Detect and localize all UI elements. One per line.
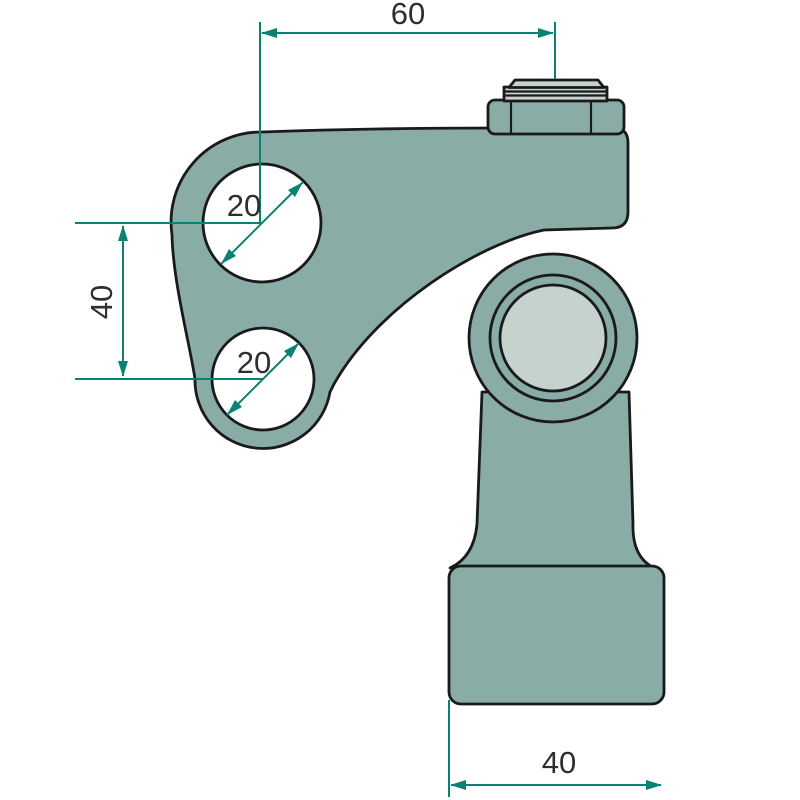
dimension-upper-hole: 20 [220, 181, 304, 265]
dimension-label-60: 60 [391, 0, 425, 31]
bolt-nut [486, 98, 626, 136]
dimension-lower-hole: 20 [226, 342, 300, 416]
dimension-label-20-upper: 20 [227, 188, 261, 223]
diameter-line [226, 342, 300, 416]
dimension-label-40-bottom: 40 [542, 745, 576, 780]
arrowhead-ne [284, 343, 299, 358]
dimension-top-width: 60 [259, 0, 556, 223]
dimension-label-40-left: 40 [84, 285, 119, 319]
bolt-thread [502, 85, 609, 103]
arrowhead-ne [288, 182, 303, 197]
arrowhead-sw [221, 249, 236, 264]
arrowhead-right [538, 28, 554, 38]
dimension-base-width: 40 [448, 700, 662, 797]
arrowhead-up [118, 225, 128, 241]
arrowhead-down [118, 361, 128, 377]
arrowhead-right [646, 780, 662, 790]
pivot-base-part [447, 252, 666, 706]
bolt-assembly [486, 78, 626, 136]
bolt-cap [507, 78, 606, 89]
boss-inner-face [498, 283, 608, 393]
dimension-hole-spacing: 40 [75, 222, 263, 380]
arrowhead-sw [227, 400, 242, 415]
dimension-label-20-lower: 20 [237, 345, 271, 380]
diameter-line [220, 181, 304, 265]
arrowhead-left [450, 780, 466, 790]
arrowhead-left [261, 28, 277, 38]
pivot-base-block [447, 564, 666, 706]
